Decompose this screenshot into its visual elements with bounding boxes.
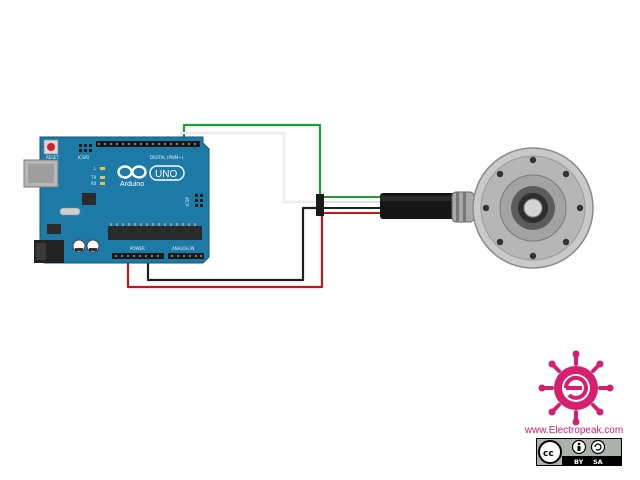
svg-text:cc: cc <box>543 449 554 459</box>
icsp2-header <box>79 144 92 152</box>
icsp-label: ICSP <box>185 196 190 206</box>
reset-label: RESET <box>46 155 59 160</box>
red-wire <box>126 214 324 289</box>
cc-by-sa-badge: cc BY SA <box>536 438 622 466</box>
arduino-logo <box>117 165 147 179</box>
rotary-encoder <box>380 147 594 269</box>
l-led-label: L <box>94 166 97 171</box>
tx-led-label: TX <box>90 175 96 180</box>
encoder-mounting-holes <box>482 156 584 260</box>
sa-icon <box>590 439 606 455</box>
usb-chip <box>82 193 96 205</box>
digital-label: DIGITAL (PWM~) <box>150 155 184 160</box>
power-label: POWER <box>130 246 145 251</box>
uno-label: UNO <box>155 169 177 180</box>
uno-badge <box>149 165 185 181</box>
icsp-header <box>195 194 203 207</box>
electropeak-url[interactable]: www.Electropeak.com <box>524 425 624 436</box>
license-by: BY <box>574 458 584 466</box>
wire-connector <box>316 194 324 216</box>
black-wire <box>146 206 320 282</box>
icsp2-label: ICSP2 <box>78 155 90 160</box>
rx-led-label: RX <box>91 181 97 186</box>
arduino-uno-board: RESET ICSP2 DIGITAL (PWM~) L TX RX A <box>23 136 210 264</box>
encoder-shaft <box>523 198 543 218</box>
arduino-brand: Arduino <box>120 181 144 188</box>
cc-icon <box>538 440 562 464</box>
electropeak-logo <box>538 350 614 426</box>
atmega-chip <box>108 226 202 240</box>
power-header <box>112 253 164 259</box>
board-pcb <box>39 136 210 264</box>
analog-header <box>168 253 204 259</box>
analog-label: ANALOG IN <box>172 246 194 251</box>
license-sa: SA <box>593 458 603 466</box>
